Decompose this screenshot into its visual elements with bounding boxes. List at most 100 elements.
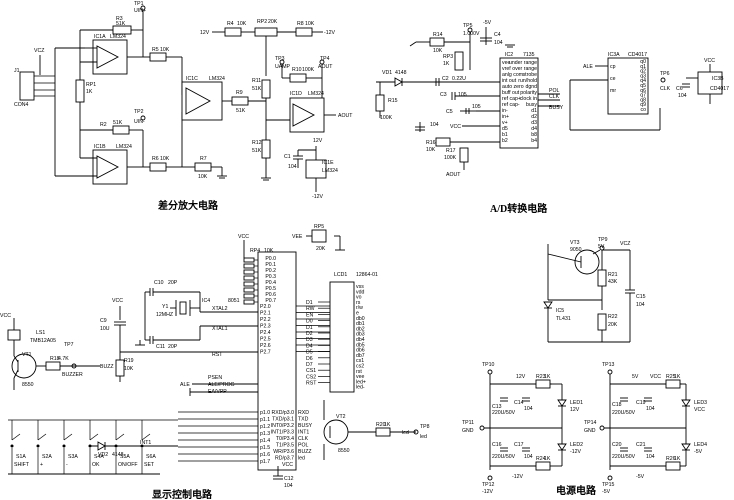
psen-label: PSEN <box>208 375 222 381</box>
adc-title: A/D转换电路 <box>490 202 548 215</box>
p1-pin-label: p1.3 <box>260 431 270 437</box>
ic3a-pin-right: q0 <box>640 59 646 65</box>
ic4-label: IC4 <box>202 298 210 304</box>
r26-label: R26 <box>666 456 676 462</box>
r9-label: R9 <box>236 90 243 96</box>
vd2-label: VD2 <box>98 452 108 458</box>
r14-label: R14 <box>433 32 443 38</box>
aout-adc-label: AOUT <box>446 172 461 178</box>
display-title: 显示控制电路 <box>152 488 213 500</box>
ic4-part: 8051 <box>228 298 240 304</box>
lcd-pin-label: db2 <box>356 326 365 332</box>
ic3a-label: IC3A <box>608 52 620 58</box>
ls1-label: LS1 <box>36 330 45 336</box>
p2-pin-label: P2.7 <box>260 350 271 356</box>
ic3a-pin-right: co <box>641 107 647 113</box>
ic5-label: IC5 <box>556 308 564 314</box>
lcd-pins: vssvddvorsr/wedb0db1db2db3db4db5db6db7cs… <box>356 284 366 391</box>
r12-label: R12 <box>252 140 262 146</box>
pullup-resistor <box>243 293 255 299</box>
p3-pin-label: INT1/P3.3 <box>271 430 294 436</box>
p0-pin-label: P0.5 <box>265 286 276 292</box>
p3-pin-label: WR/P3.6 <box>273 449 294 455</box>
p2-pin-label: P2.1 <box>260 311 271 317</box>
p3-pin-label: RXD/p3.0 <box>272 410 295 416</box>
p2-pin-label: P2.3 <box>260 324 271 330</box>
p0-pin-label: P0.1 <box>265 262 276 268</box>
ic3a-part: CD4017 <box>628 52 647 58</box>
r8-value: 10K <box>305 21 315 27</box>
tp6-clk: CLK <box>660 86 671 92</box>
lcd-pin-label: e <box>356 311 359 317</box>
tp5-value: 1.000V <box>463 31 480 37</box>
ale-adc-label: ALE <box>583 64 593 70</box>
p2-port-pins: P2.0P2.1P2.2P2.3P2.4P2.5P2.6P2.7 <box>260 304 330 356</box>
ic3a-pin-right: q7 <box>640 93 646 99</box>
ic1c-part: LM324 <box>209 76 225 82</box>
aout-label-top: AOUT <box>318 64 333 70</box>
vt1-label: VT1 <box>22 352 32 358</box>
ic1a-label: IC1A <box>94 34 106 40</box>
r4-label: R4 <box>227 21 234 27</box>
ic3a-pin-left: cp <box>610 64 616 70</box>
lcd-net-label: D1 <box>306 300 313 306</box>
r7-label: R7 <box>200 156 207 162</box>
lcd-net-label: EN <box>306 312 313 318</box>
p2-pin-label: P2.6 <box>260 343 271 349</box>
vt3-part: 9050 <box>570 247 582 253</box>
vt2-part: 8550 <box>338 448 350 454</box>
r16-value: 10K <box>426 147 436 153</box>
c4-value: 104 <box>494 40 503 46</box>
ic3a-pin-right: q4 <box>640 78 646 84</box>
r2-value: 51K <box>113 120 123 126</box>
led3-label: LED3 <box>694 400 707 406</box>
p3-net-label: BUZZ <box>298 449 312 455</box>
lcd-pin-label: r/w <box>356 305 363 311</box>
n5-power-b: -5V <box>636 474 645 480</box>
c15-label: C15 <box>636 294 646 300</box>
ic2-pin-right: busy <box>526 102 537 108</box>
led3-value: VCC <box>694 407 705 413</box>
ic2-pin-right: d2 <box>531 114 537 120</box>
ic2-pin-left: b2 <box>502 138 508 144</box>
pullup-resistor <box>243 299 255 305</box>
switch-ref-label: S6A <box>146 454 156 460</box>
led2-value: -12V <box>570 449 581 455</box>
switch-name-label: OK <box>92 462 100 468</box>
c17-value: 104 <box>524 454 533 460</box>
ic2-pin-right: dgnd <box>525 84 537 90</box>
switch-terminal <box>114 444 118 448</box>
tp11-label: TP11 <box>462 420 474 426</box>
c4-label: C4 <box>494 32 501 38</box>
lcd-net-label: RW <box>306 306 315 312</box>
vneg12-label: -12V <box>324 30 335 36</box>
ic3a-pin-right: q1 <box>640 64 646 70</box>
ic3a-pin-right: q3 <box>640 73 646 79</box>
uin-minus-label: UIN- <box>134 119 145 125</box>
r22-label: R22 <box>608 314 618 320</box>
r6-label: R6 <box>152 156 159 162</box>
led2-label: LED2 <box>570 442 583 448</box>
p1-port-pins: p1.0p1.1p1.2p1.3p1.4p1.5p1.6p1.7 <box>178 410 270 465</box>
ic3b-label: IC3B <box>712 76 724 82</box>
c11-value: 20P <box>168 344 178 350</box>
ic1b-label: IC1B <box>94 144 106 150</box>
n12-power-b: -12V <box>512 474 523 480</box>
lcd-net-label: RST <box>306 381 317 387</box>
ic3a-pin-left: mr <box>610 88 616 94</box>
p3-net-label: RXD <box>298 410 309 416</box>
pullup-resistor <box>243 287 255 293</box>
tp4-label: TP4 <box>320 56 330 62</box>
p3-net-label: led <box>298 456 305 462</box>
ic3a-pin-right: q2 <box>640 69 646 75</box>
pullup-resistor <box>243 281 255 287</box>
tp5-label: TP5 <box>463 23 473 29</box>
lcd-pin-label: db6 <box>356 348 365 354</box>
r11-label: R11 <box>252 78 261 84</box>
pullup-resistor-array <box>243 257 258 305</box>
lcd-pin-label: cs1 <box>356 358 364 364</box>
tp12-label: TP12 <box>482 482 495 488</box>
pullup-resistor <box>243 263 255 269</box>
